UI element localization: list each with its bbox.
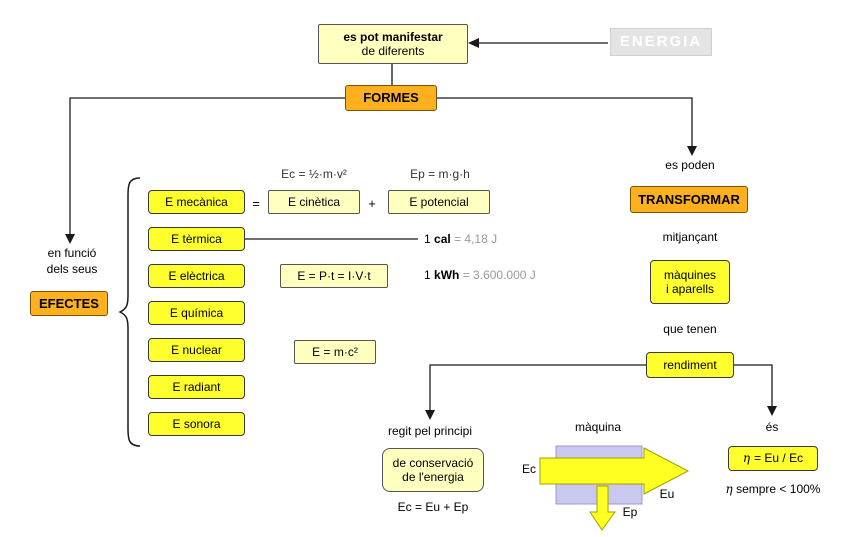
label-que-tenen: que tenen [663, 322, 717, 336]
label-en-funcio: en funció dels seus [34, 246, 110, 277]
label-eta-note: η sempre < 100% [706, 482, 840, 498]
manifestar-line2: de diferents [361, 44, 425, 58]
formula-ec: Ec = ½·m·v² [281, 167, 347, 181]
label-ec-input: Ec [521, 462, 536, 476]
conservacio-line2: de l'energia [402, 470, 464, 484]
eta-note-rest: sempre < 100% [736, 482, 821, 496]
kwh-pre: 1 [424, 268, 431, 282]
eta-symbol: η [725, 482, 733, 496]
formula-ep: Ep = m·g·h [410, 167, 470, 181]
label-cal: 1 cal = 4,18 J [424, 232, 554, 248]
node-energy-quimica: E química [148, 301, 245, 325]
node-rendiment: rendiment [646, 352, 734, 378]
node-potencial: E potencial [388, 190, 490, 214]
formula-ec-eu-ep: Ec = Eu + Ep [397, 500, 469, 514]
node-energy-radiant: E radiant [148, 375, 245, 399]
en-funcio-line2: dels seus [46, 261, 98, 276]
node-energy-nuclear: E nuclear [148, 338, 245, 362]
brace-left-icon [118, 177, 141, 447]
node-manifestar: es pot manifestar de diferents [318, 24, 468, 64]
arrowhead-icon [687, 146, 697, 156]
arrowhead-icon [425, 410, 435, 420]
node-maquines: màquines i aparells [650, 260, 730, 304]
node-cinetica: E cinètica [268, 190, 360, 214]
machine-flow-arrow-icon [539, 447, 690, 495]
cal-unit: cal [434, 232, 451, 246]
equals-sign: = [252, 196, 260, 211]
eta-symbol: η [742, 451, 751, 466]
node-energy-sonora: E sonora [148, 412, 245, 436]
kwh-value: = 3.600.000 J [462, 268, 536, 282]
label-eu-output: Eu [659, 487, 675, 501]
node-energia: ENERGIA [610, 28, 712, 56]
arrowhead-icon [468, 38, 479, 48]
maquines-line1: màquines [663, 267, 717, 282]
label-regit: regit pel principi [387, 424, 473, 438]
label-ep-loss: Ep [622, 505, 638, 519]
connector-rendiment-to-regit [429, 364, 646, 410]
node-formes: FORMES [345, 85, 437, 111]
connector-formes-to-espoden [437, 97, 693, 146]
label-es: és [765, 420, 779, 434]
label-kwh: 1 kWh = 3.600.000 J [424, 268, 584, 284]
node-efectes: EFECTES [30, 291, 108, 316]
node-conservacio: de conservació de l'energia [382, 448, 484, 492]
connector-formes-to-efectes [69, 97, 345, 234]
machine-loss-arrow-icon [589, 485, 616, 531]
en-funcio-line1: en funció [47, 246, 97, 260]
node-nuclear-formula: E = m·c² [294, 340, 376, 364]
node-energy-electrica: E elèctrica [148, 264, 245, 288]
connector-rendiment-to-es [734, 364, 773, 406]
conservacio-line1: de conservació [392, 455, 474, 470]
label-maquina: màquina [574, 420, 622, 434]
label-mitjancant: mitjançant [662, 230, 718, 244]
arrowhead-icon [65, 234, 75, 244]
cal-pre: 1 [424, 232, 431, 246]
maquines-line2: i aparells [665, 282, 715, 296]
node-energy-mecanica: E mecànica [148, 190, 245, 214]
arrowhead-icon [767, 406, 777, 416]
node-transformar: TRANSFORMAR [630, 186, 748, 213]
kwh-unit: kWh [434, 268, 460, 282]
node-eta-formula: η = Eu / Ec [728, 446, 818, 471]
plus-sign: + [368, 196, 376, 211]
eta-formula-rest: = Eu / Ec [754, 451, 804, 466]
node-energy-termica: E tèrmica [148, 227, 245, 251]
cal-value: = 4,18 J [454, 232, 498, 246]
label-es-poden: es poden [665, 158, 715, 172]
manifestar-line1: es pot manifestar [343, 29, 443, 44]
node-electrica-formula: E = P·t = I·V·t [280, 264, 388, 288]
